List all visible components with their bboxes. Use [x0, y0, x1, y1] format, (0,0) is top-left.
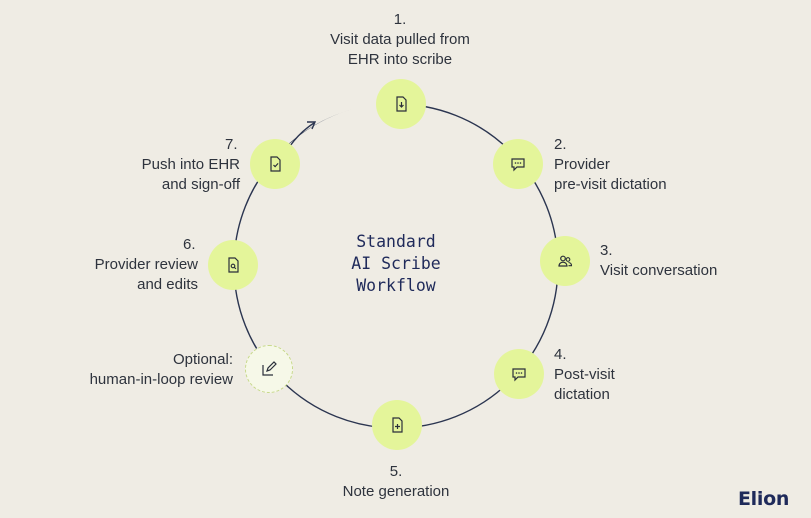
document-search-icon — [228, 257, 239, 273]
step-7-label: 7. Push into EHR and sign-off — [141, 136, 240, 193]
brand-logo: Elion — [738, 488, 790, 510]
people-icon — [558, 255, 573, 267]
step-6-node — [208, 240, 258, 290]
arrow-head-icon — [307, 121, 317, 130]
pencil-edit-icon — [262, 361, 277, 376]
step-2-label: 2. Provider pre-visit dictation — [554, 136, 667, 193]
step-7-node — [250, 139, 300, 189]
document-check-icon — [270, 156, 281, 172]
optional-review-label: Optional: human-in-loop review — [89, 351, 233, 388]
step-2-node — [493, 139, 543, 189]
step-1-label: 1. Visit data pulled from EHR into scrib… — [330, 11, 470, 68]
document-download-icon — [396, 96, 407, 112]
step-1-node — [376, 79, 426, 129]
step-3-node — [540, 236, 590, 286]
step-5-label: 5. Note generation — [342, 463, 450, 500]
step-3-label: 3. Visit conversation — [600, 242, 718, 279]
diagram-title: Standard AI Scribe Workflow — [351, 232, 441, 295]
step-4-node — [494, 349, 544, 399]
document-plus-icon — [392, 417, 403, 433]
step-4-label: 4. Post-visit dictation — [554, 346, 615, 403]
step-5-node — [372, 400, 422, 450]
optional-review-node — [245, 345, 293, 393]
step-6-label: 6. Provider review and edits — [94, 236, 198, 293]
chat-bubble-icon — [511, 158, 525, 172]
chat-bubble-icon — [512, 368, 526, 382]
